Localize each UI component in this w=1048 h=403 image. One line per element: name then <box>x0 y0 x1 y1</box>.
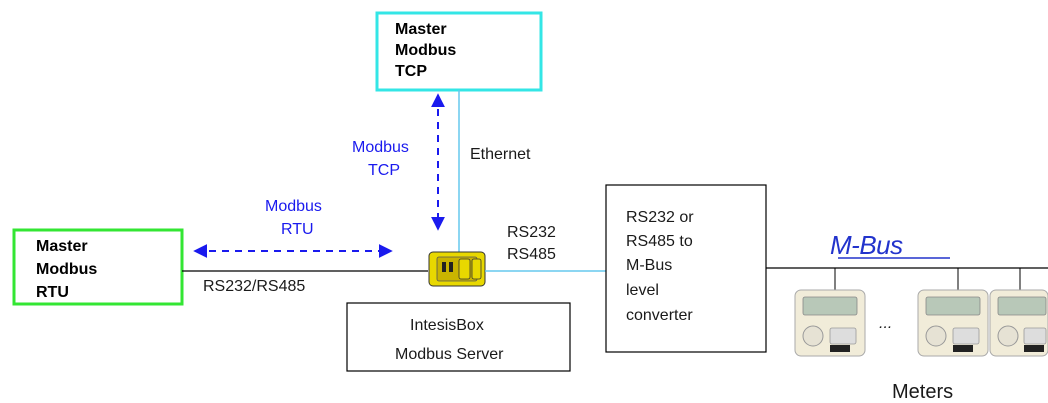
meter-3-icon <box>989 289 1048 357</box>
meter-1-icon <box>794 289 866 357</box>
converter-label-3: M-Bus <box>626 257 672 274</box>
rs232-conv-label: RS232 <box>507 224 556 241</box>
intesisbox-box <box>346 302 571 372</box>
intesisbox-label-1: IntesisBox <box>410 317 484 334</box>
master-tcp-label-3: TCP <box>395 63 427 80</box>
meters-ellipsis: ... <box>879 315 892 332</box>
master-modbus-rtu-node: Master Modbus RTU <box>12 228 184 306</box>
intesisbox-node: IntesisBox Modbus Server <box>346 302 571 372</box>
converter-label-4: level <box>626 282 659 299</box>
master-rtu-label-2: Modbus <box>36 261 97 278</box>
master-rtu-box <box>12 228 184 306</box>
converter-label-1: RS232 or <box>626 209 694 226</box>
master-rtu-label-1: Master <box>36 238 88 255</box>
meter-2-icon <box>917 289 989 357</box>
master-tcp-box <box>375 11 543 92</box>
modbus-tcp-label-2: TCP <box>368 162 400 179</box>
master-rtu-label-3: RTU <box>36 284 69 301</box>
intesisbox-label-2: Modbus Server <box>395 346 504 363</box>
converter-box <box>605 184 767 353</box>
intesisbox-device-icon <box>428 251 486 287</box>
master-tcp-label-1: Master <box>395 21 447 38</box>
modbus-rtu-label-2: RTU <box>281 221 314 238</box>
modbus-rtu-label-1: Modbus <box>265 198 322 215</box>
rs485-conv-label: RS485 <box>507 246 556 263</box>
converter-node: RS232 or RS485 to M-Bus level converter <box>605 184 767 353</box>
master-tcp-label-2: Modbus <box>395 42 456 59</box>
converter-label-5: converter <box>626 307 693 324</box>
master-modbus-tcp-node: Master Modbus TCP <box>375 11 543 92</box>
modbus-tcp-label-1: Modbus <box>352 139 409 156</box>
rs232-rs485-label: RS232/RS485 <box>203 278 305 295</box>
meters-caption: Meters <box>892 381 953 403</box>
mbus-logo-text: M-Bus <box>830 230 903 260</box>
ethernet-label: Ethernet <box>470 146 531 163</box>
converter-label-2: RS485 to <box>626 233 693 250</box>
mbus-logo: M-Bus <box>830 230 950 260</box>
